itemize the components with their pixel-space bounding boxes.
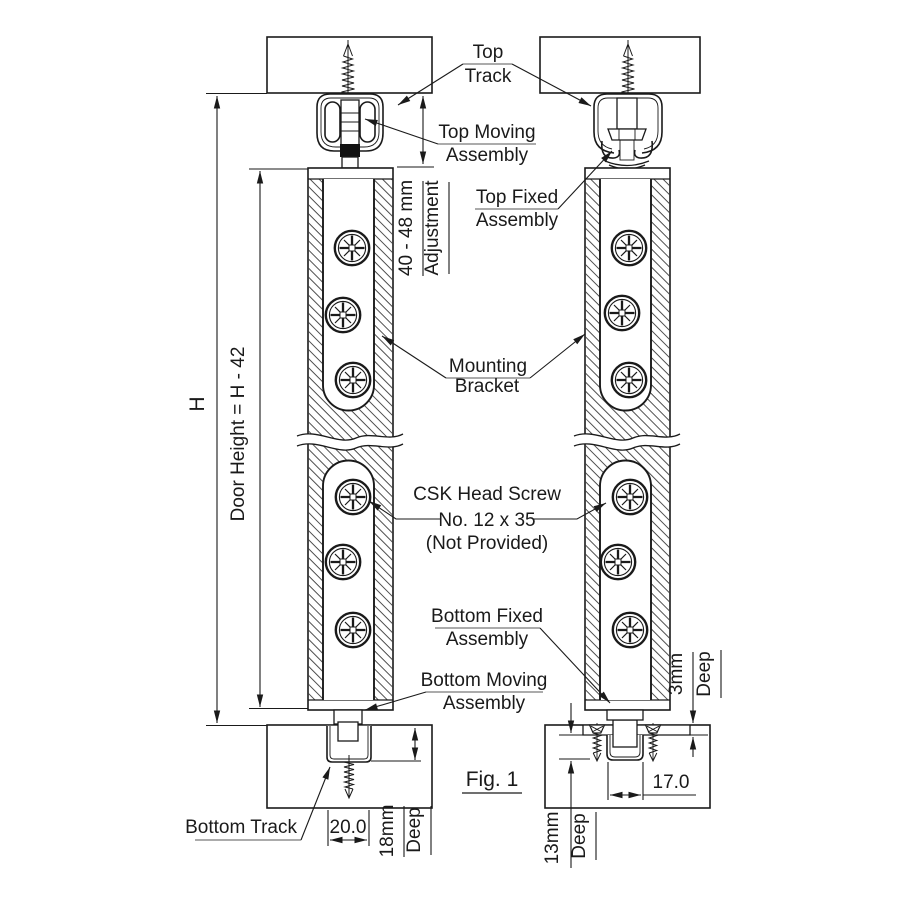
dim-recess-depth-label: Deep bbox=[694, 651, 715, 696]
top-moving-assembly-graphic bbox=[316, 93, 384, 169]
left-ceiling-block bbox=[266, 36, 433, 94]
spindle-block bbox=[340, 144, 360, 157]
dim-overall-height: H bbox=[186, 396, 209, 411]
left-break-lines bbox=[296, 433, 404, 451]
bottom-pivot-pin bbox=[612, 719, 638, 748]
dim-recess-depth: 3mm bbox=[666, 653, 687, 695]
label-bottom-track: Bottom Track bbox=[185, 817, 297, 838]
left-door-panel bbox=[296, 167, 404, 711]
label-mounting-bracket-line1: Mounting bbox=[449, 356, 527, 377]
label-bottom-fixed-line1: Bottom Fixed bbox=[431, 606, 543, 627]
screw-head-icon bbox=[599, 543, 637, 581]
screw-head-icon bbox=[611, 611, 649, 649]
screw-head-icon bbox=[334, 478, 372, 516]
screw-head-icon bbox=[603, 294, 641, 332]
dim-socket-depth-label: Deep bbox=[569, 813, 590, 858]
screw-head-icon bbox=[333, 229, 371, 267]
label-csk-line2: No. 12 x 35 bbox=[438, 510, 535, 531]
label-top-fixed-line2: Assembly bbox=[476, 210, 559, 231]
dim-track-width: 20.0 bbox=[330, 817, 367, 838]
right-ceiling-screw-icon bbox=[621, 39, 635, 99]
dim-track-depth-label: Deep bbox=[404, 807, 425, 852]
screw-head-icon bbox=[334, 611, 372, 649]
csk-screw-icon bbox=[644, 722, 662, 762]
label-csk-line1: CSK Head Screw bbox=[413, 484, 561, 505]
label-bottom-fixed-line2: Assembly bbox=[446, 629, 529, 650]
dim-track-depth: 18mm bbox=[377, 805, 398, 858]
left-floor-block bbox=[266, 721, 433, 809]
labels: Top Track Top Moving Assembly Top Fixed … bbox=[185, 42, 613, 841]
screw-head-icon bbox=[324, 543, 362, 581]
label-bottom-moving-line2: Assembly bbox=[443, 693, 526, 714]
hex-nut bbox=[607, 128, 647, 141]
left-door-unit bbox=[266, 36, 433, 809]
screw-head-icon bbox=[610, 229, 648, 267]
label-top-moving-line2: Assembly bbox=[446, 145, 529, 166]
screw-head-icon bbox=[610, 361, 648, 399]
label-top-track-line2: Track bbox=[465, 66, 512, 87]
label-mounting-bracket-line2: Bracket bbox=[455, 376, 520, 397]
figure-caption: Fig. 1 bbox=[466, 768, 519, 791]
label-csk-line3: (Not Provided) bbox=[426, 533, 549, 554]
pivot-claw-left bbox=[600, 140, 621, 159]
dim-adjustment-range: 40 - 48 mm bbox=[396, 180, 417, 276]
dim-socket-depth: 13mm bbox=[542, 812, 563, 865]
screw-head-icon bbox=[334, 361, 372, 399]
screw-head-icon bbox=[611, 478, 649, 516]
left-roller bbox=[324, 101, 341, 143]
csk-screw-icon bbox=[588, 722, 606, 762]
right-floor-block bbox=[544, 709, 711, 809]
dim-socket-width: 17.0 bbox=[653, 772, 690, 793]
right-break-lines bbox=[573, 433, 681, 451]
dim-door-height: Door Height = H - 42 bbox=[228, 347, 249, 522]
label-top-track-line1: Top bbox=[473, 42, 504, 63]
spindle bbox=[340, 99, 360, 146]
label-bottom-moving-line1: Bottom Moving bbox=[421, 670, 548, 691]
right-door-unit bbox=[539, 36, 711, 809]
pivot-claw-right bbox=[633, 140, 654, 159]
dim-adjustment-label: Adjustment bbox=[422, 180, 443, 276]
left-ceiling-screw-icon bbox=[341, 39, 355, 99]
screw-head-icon bbox=[324, 296, 362, 334]
bottom-guide-foot bbox=[337, 721, 359, 742]
right-ceiling-block bbox=[539, 36, 701, 94]
right-door-panel bbox=[573, 167, 681, 711]
label-top-moving-line1: Top Moving bbox=[438, 122, 535, 143]
label-top-fixed-line1: Top Fixed bbox=[476, 187, 558, 208]
top-fixed-assembly-graphic bbox=[593, 93, 663, 170]
dimensions: H Door Height = H - 42 40 - 48 mm Adjust… bbox=[186, 92, 722, 868]
